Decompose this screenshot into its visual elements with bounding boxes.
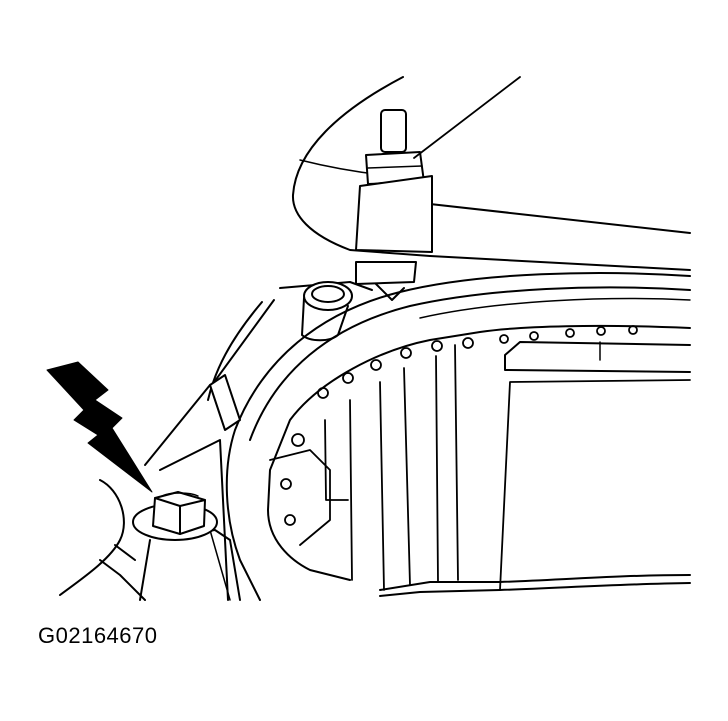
case-boss: [301, 281, 353, 342]
tool-stud: [355, 109, 433, 301]
pointer-arrow: [46, 361, 153, 493]
bolt-holes: [280, 325, 638, 526]
inner-flange: [267, 324, 691, 597]
lower-housing: [59, 479, 241, 601]
leader-line: [413, 76, 521, 159]
drain-bolt: [132, 491, 218, 541]
transmission-case: [144, 272, 691, 601]
tool-bracket: [291, 76, 691, 271]
inner-ribs: [269, 344, 691, 591]
figure-code: G02164670: [38, 623, 158, 648]
